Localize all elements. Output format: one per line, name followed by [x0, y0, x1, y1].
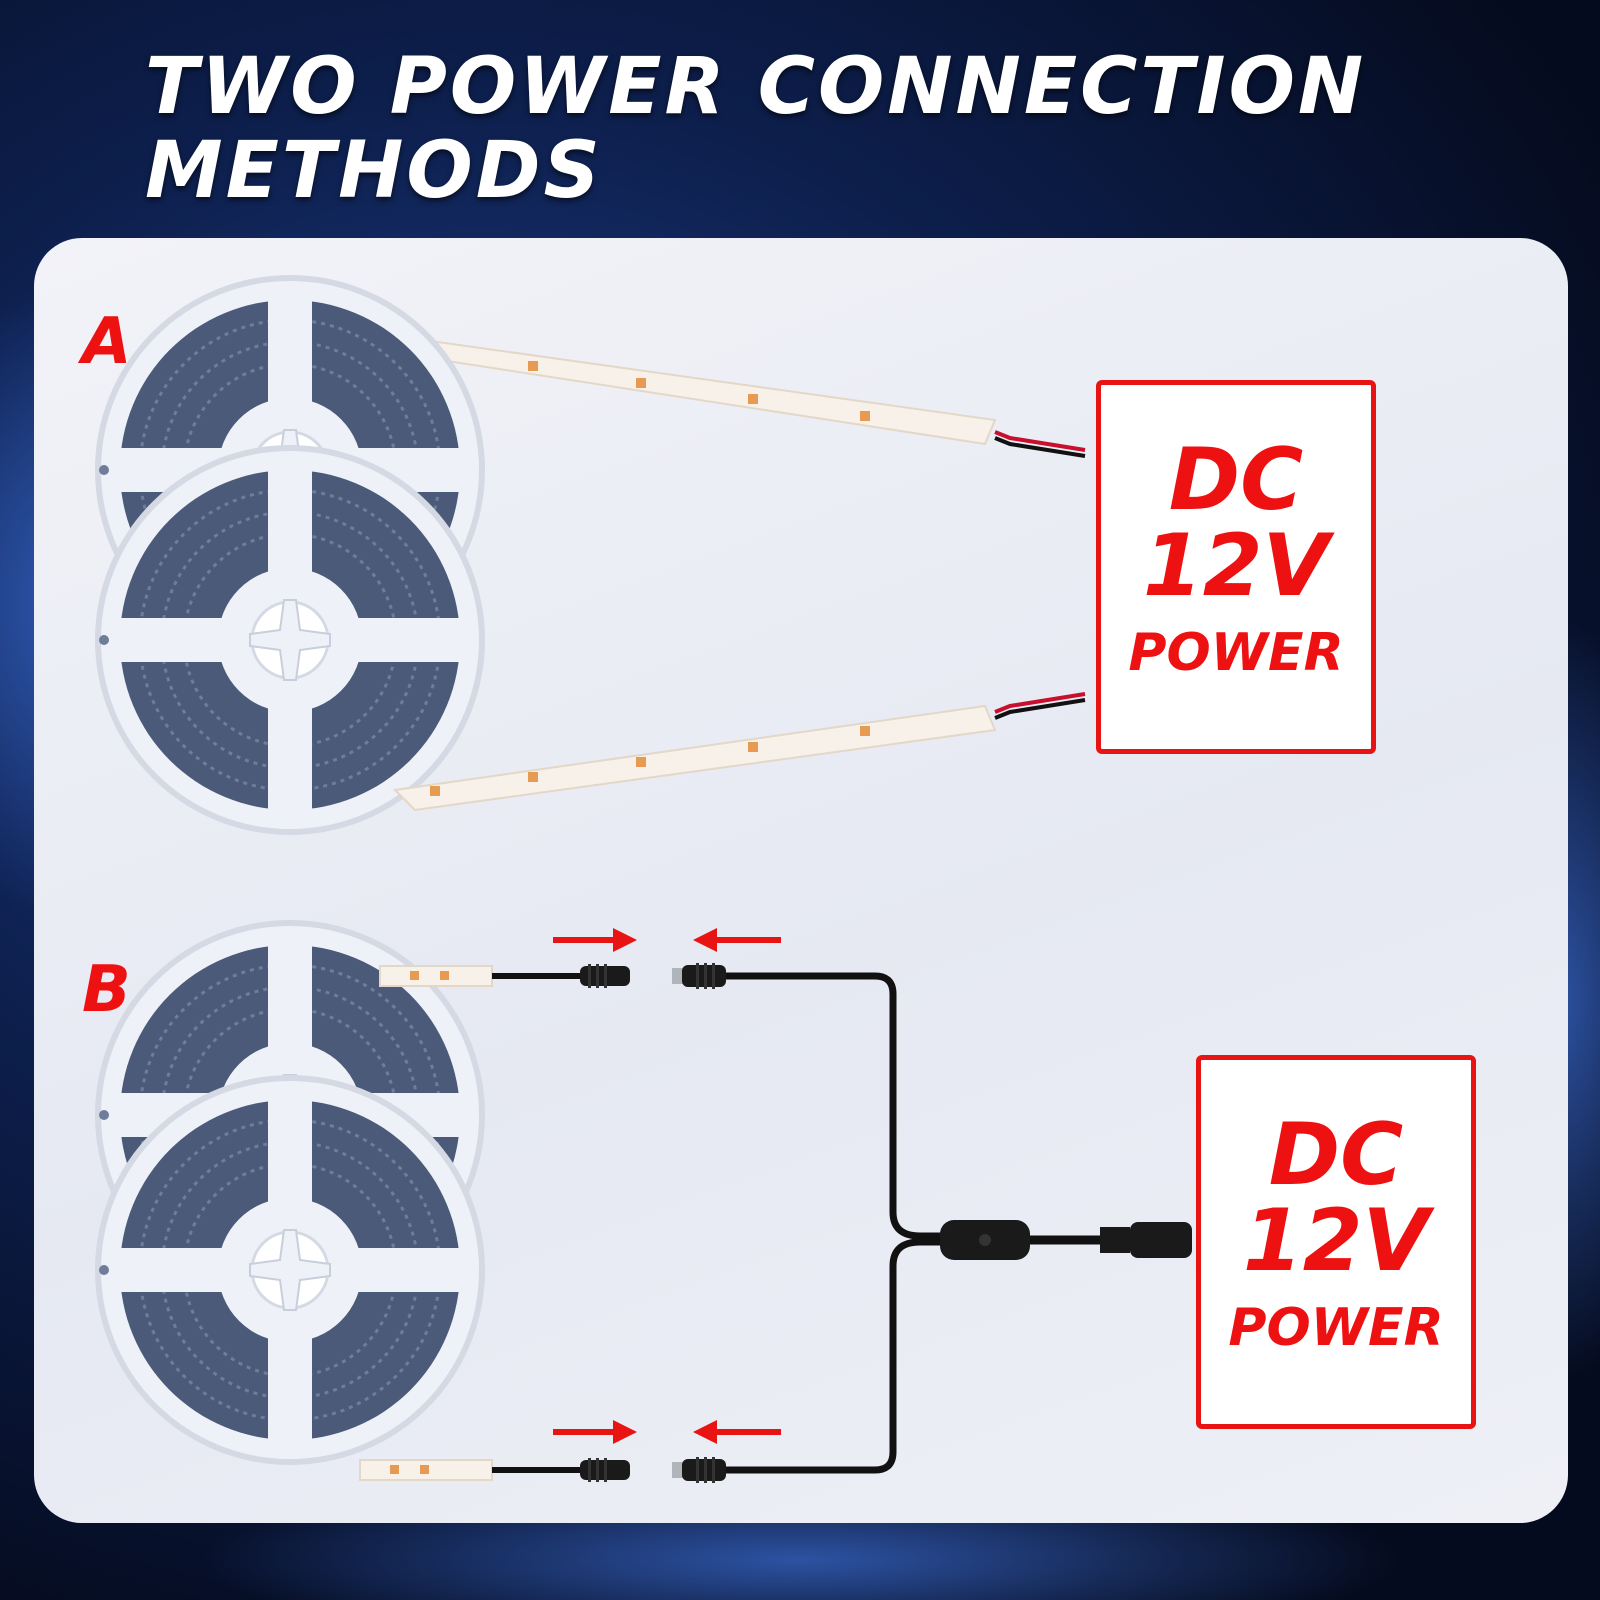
- title-line-2: METHODS: [145, 126, 603, 216]
- title-line-1: TWO POWER CONNECTION: [145, 42, 1367, 132]
- arrow-left-icon: [693, 1420, 781, 1444]
- power-b-line1: DC: [1268, 1105, 1404, 1205]
- page-title: TWO POWER CONNECTION METHODS: [145, 45, 1545, 213]
- arrow-right-icon: [553, 1420, 637, 1444]
- power-supply-box-a: DC 12V POWER: [1096, 380, 1376, 754]
- dc-female-connector-bottom: [580, 1458, 630, 1482]
- y-splitter-cable: [726, 972, 1192, 1474]
- led-strip-reel-bottom-a: [98, 448, 482, 832]
- power-a-line2: 12V: [1142, 516, 1330, 616]
- dc-female-connector-top: [580, 964, 630, 988]
- method-a-label: A: [82, 305, 132, 379]
- method-b-diagram: [98, 923, 1192, 1483]
- power-b-line3: POWER: [1228, 1298, 1444, 1358]
- power-a-line1: DC: [1168, 430, 1304, 530]
- led-strip-top-a: [392, 334, 1086, 458]
- arrow-left-icon: [693, 928, 781, 952]
- strip-lead-top-b: [379, 965, 580, 987]
- method-b-label: B: [82, 953, 131, 1027]
- power-supply-box-b: DC 12V POWER: [1196, 1055, 1476, 1429]
- led-strip-reel-bottom-b: [98, 1078, 482, 1462]
- power-a-line3: POWER: [1128, 623, 1344, 683]
- strip-lead-bottom-b: [359, 1459, 580, 1481]
- power-b-line2: 12V: [1242, 1191, 1430, 1291]
- dc-male-connector-top: [672, 963, 726, 989]
- dc-male-connector-bottom: [672, 1457, 726, 1483]
- arrow-right-icon: [553, 928, 637, 952]
- led-strip-bottom-a: [392, 692, 1086, 812]
- method-a-diagram: [98, 278, 1086, 832]
